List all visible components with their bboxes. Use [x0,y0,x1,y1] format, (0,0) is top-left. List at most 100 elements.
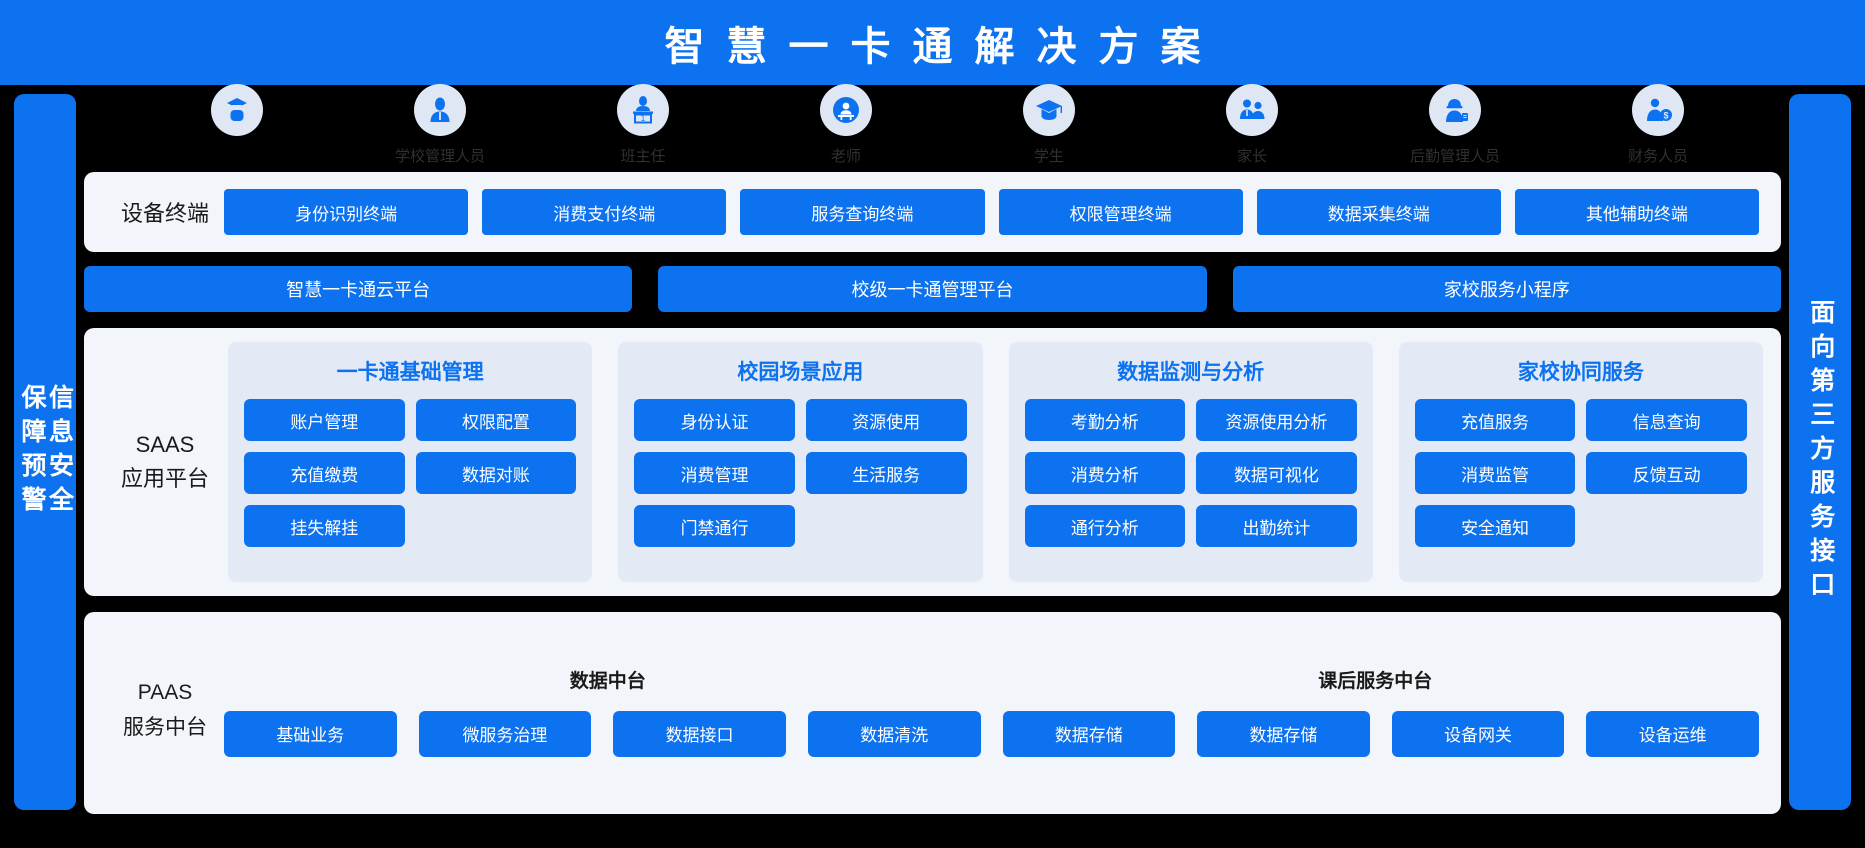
paas-item[interactable]: 数据清洗 [807,710,981,757]
paas-column-title: 课后服务中台 [1318,670,1433,692]
role-item[interactable]: $ 财务人员 [1593,84,1723,166]
saas-group-home-school-services: 家校协同服务 充值服务 信息查询 消费监管 反馈互动 安全通知 [1398,342,1763,582]
teacher-desk-icon: 1 [617,84,669,136]
paas-column-after-school-platform: 课后服务中台 数据存储 数据存储 设备网关 设备运维 [992,666,1759,757]
person-avatar-icon [414,84,466,136]
saas-item[interactable]: 身份认证 [634,399,795,441]
role-list: 学校管理人员 1 班主任 老师 学生 [84,84,1781,170]
role-item[interactable]: 学校管理人员 [375,84,505,166]
device-terminal-row: 设备终端 身份识别终端 消费支付终端 服务查询终端 权限管理终端 数据采集终端 … [84,172,1781,252]
main-column: 学校管理人员 1 班主任 老师 学生 [84,84,1781,814]
device-terminal-button[interactable]: 消费支付终端 [482,189,727,235]
platform-row: 智慧一卡通云平台 校级一卡通管理平台 家校服务小程序 [84,266,1781,312]
saas-item[interactable]: 反馈互动 [1586,452,1747,494]
group-title: 一卡通基础管理 [336,361,484,384]
saas-item[interactable]: 消费监管 [1414,452,1576,494]
saas-group-basic-management: 一卡通基础管理 账户管理 权限配置 充值缴费 数据对账 挂失解挂 [228,342,593,582]
platform-button[interactable]: 校级一卡通管理平台 [658,266,1207,312]
paas-label: PAAS 服务中台 [106,676,224,745]
device-terminal-button[interactable]: 权限管理终端 [998,189,1243,235]
device-terminal-buttons: 身份识别终端 消费支付终端 服务查询终端 权限管理终端 数据采集终端 其他辅助终… [224,189,1760,235]
saas-group-campus-scenarios: 校园场景应用 身份认证 资源使用 消费管理 生活服务 门禁通行 [618,342,983,582]
saas-band: SAAS 应用平台 一卡通基础管理 账户管理 权限配置 充值缴费 数据对账 挂失… [84,328,1781,596]
paas-label-line2: 服务中台 [123,716,207,739]
saas-item[interactable]: 数据可视化 [1196,452,1357,494]
saas-item[interactable]: 挂失解挂 [244,505,405,547]
paas-item[interactable]: 数据接口 [613,710,786,757]
saas-item[interactable]: 充值缴费 [244,452,405,494]
saas-item[interactable]: 消费分析 [1024,452,1186,494]
device-terminal-button[interactable]: 其他辅助终端 [1514,189,1760,235]
role-label: 家长 [1236,148,1267,165]
saas-item[interactable]: 资源使用 [805,399,967,441]
graduation-cap-icon [1023,84,1075,136]
role-item[interactable]: 老师 [781,84,911,166]
role-item[interactable]: 学生 [984,84,1114,166]
graduate-avatar-icon [211,84,263,136]
page-title: 智慧一卡通解决方案 [664,24,1223,69]
saas-groups: 一卡通基础管理 账户管理 权限配置 充值缴费 数据对账 挂失解挂 校园场景应用 … [228,342,1763,582]
paas-item[interactable]: 微服务治理 [418,710,592,757]
device-terminal-button[interactable]: 身份识别终端 [224,189,469,235]
role-label: 老师 [830,148,861,165]
device-terminal-button[interactable]: 数据采集终端 [1256,189,1501,235]
saas-item[interactable]: 通行分析 [1024,505,1186,547]
paas-item[interactable]: 数据存储 [1002,710,1176,757]
paas-item[interactable]: 数据存储 [1197,710,1370,757]
saas-item[interactable]: 数据对账 [415,452,577,494]
platform-button[interactable]: 家校服务小程序 [1232,266,1781,312]
saas-label-line2: 应用平台 [120,466,209,491]
role-label: 班主任 [620,148,666,165]
role-label: 财务人员 [1627,148,1688,165]
left-rail-label: 信息安全 保障预警 [18,384,74,520]
saas-item[interactable]: 信息查询 [1586,399,1747,441]
saas-item[interactable]: 充值服务 [1414,399,1576,441]
right-rail-label: 面向第三方服务接口 [1806,299,1835,605]
paas-item[interactable]: 设备运维 [1586,710,1759,757]
left-rail-information-security: 信息安全 保障预警 [14,94,76,810]
role-item[interactable] [172,84,302,145]
role-item[interactable]: 1 班主任 [578,84,708,166]
paas-label-line1: PAAS [137,681,193,705]
worker-helmet-icon [1429,84,1481,136]
saas-item[interactable]: 生活服务 [805,452,967,494]
role-label: 后勤管理人员 [1409,148,1500,165]
saas-item[interactable]: 账户管理 [244,399,405,441]
device-terminal-button[interactable]: 服务查询终端 [740,189,985,235]
role-item[interactable]: 后勤管理人员 [1390,84,1520,166]
saas-item[interactable]: 出勤统计 [1196,505,1357,547]
group-title: 数据监测与分析 [1117,361,1265,384]
right-rail-third-party-interface: 面向第三方服务接口 [1789,94,1851,810]
finance-person-icon: $ [1632,84,1684,136]
group-items: 考勤分析 资源使用分析 消费分析 数据可视化 通行分析 出勤统计 [1024,399,1357,547]
role-item[interactable]: 家长 [1187,84,1317,166]
saas-item[interactable]: 安全通知 [1414,505,1576,547]
group-items: 账户管理 权限配置 充值缴费 数据对账 挂失解挂 [244,399,577,547]
paas-band: PAAS 服务中台 数据中台 基础业务 微服务治理 数据接口 数据清洗 课后服务… [84,612,1781,814]
paas-column-items: 数据存储 数据存储 设备网关 设备运维 [992,710,1759,757]
parents-pair-icon [1226,84,1278,136]
paas-column-title: 数据中台 [569,670,646,692]
svg-text:$: $ [1663,111,1668,121]
paas-item[interactable]: 基础业务 [224,710,397,757]
group-title: 家校协同服务 [1517,361,1644,384]
device-terminal-label: 设备终端 [120,201,209,226]
saas-item[interactable]: 资源使用分析 [1196,399,1357,441]
group-items: 充值服务 信息查询 消费监管 反馈互动 安全通知 [1414,399,1747,547]
group-items: 身份认证 资源使用 消费管理 生活服务 门禁通行 [634,399,967,547]
saas-item[interactable]: 消费管理 [634,452,795,494]
saas-label-line1: SAAS [135,431,195,457]
saas-item[interactable]: 权限配置 [415,399,577,441]
group-title: 校园场景应用 [737,361,864,384]
paas-item[interactable]: 设备网关 [1391,710,1565,757]
platform-button[interactable]: 智慧一卡通云平台 [84,266,633,312]
saas-group-data-monitoring: 数据监测与分析 考勤分析 资源使用分析 消费分析 数据可视化 通行分析 出勤统计 [1008,342,1373,582]
role-label: 学校管理人员 [394,148,485,165]
saas-item[interactable]: 考勤分析 [1024,399,1186,441]
saas-item[interactable]: 门禁通行 [634,505,795,547]
svg-text:1: 1 [641,114,646,123]
page-header: 智慧一卡通解决方案 [0,0,1865,85]
role-label: 学生 [1033,148,1064,165]
saas-label: SAAS 应用平台 [102,428,228,496]
